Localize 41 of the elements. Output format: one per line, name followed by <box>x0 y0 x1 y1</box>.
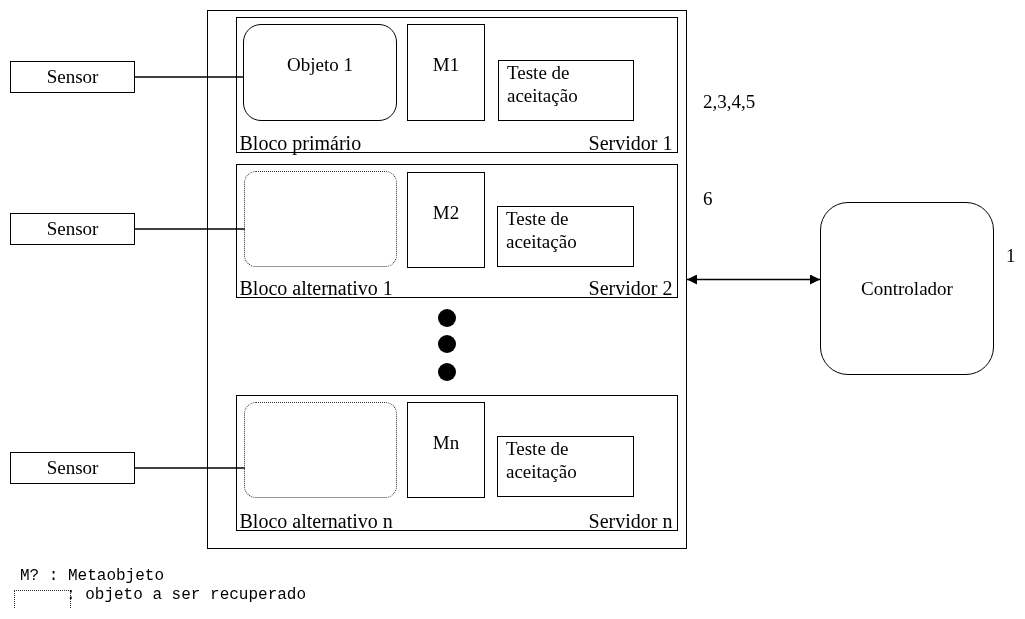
object-box <box>243 24 397 121</box>
metaobject-box <box>407 172 485 268</box>
step-numbers: 2,3,4,5 <box>703 90 756 113</box>
block-label: Bloco alternativo 1 <box>239 276 393 300</box>
node-label: Sensor <box>45 65 100 88</box>
metaobject-box <box>407 402 485 498</box>
legend-label: : objeto a ser recuperado <box>66 586 307 604</box>
connector-line <box>134 228 246 230</box>
server-label: Servidor 2 <box>588 276 673 300</box>
server-label: Servidor n <box>588 509 673 533</box>
node-label: Mn <box>431 431 461 454</box>
node-label: Controlador <box>860 276 954 300</box>
node-label: Sensor <box>45 456 100 479</box>
metaobject-box <box>407 24 485 121</box>
server-container <box>207 10 687 549</box>
node-label: M2 <box>431 201 461 224</box>
acceptance-test-box <box>497 206 634 267</box>
block-label: Bloco primário <box>239 131 362 155</box>
node-label: Objeto 1 <box>286 53 354 76</box>
sensor-box <box>10 61 135 93</box>
server-label: Servidor 1 <box>588 131 673 155</box>
acceptance-test-box <box>497 436 634 497</box>
sensor-box <box>10 452 135 484</box>
connector-line <box>134 76 245 78</box>
node-label: Sensor <box>45 217 100 240</box>
acceptance-test-box <box>498 60 634 121</box>
node-label: Teste de aceitação <box>506 207 578 253</box>
step-number: 6 <box>703 187 713 210</box>
node-label: Teste de aceitação <box>506 437 578 483</box>
controller-box <box>820 202 994 375</box>
legend-entry: M? : Metaobjeto <box>20 567 165 585</box>
block-panel <box>235 16 678 153</box>
block-label: Bloco alternativo n <box>239 509 393 533</box>
double-arrow <box>686 274 821 285</box>
node-label: Teste de aceitação <box>507 61 579 107</box>
block-panel <box>235 163 678 298</box>
node-label: M1 <box>431 53 461 76</box>
node-number: 1 <box>1006 244 1016 267</box>
connector-line <box>134 467 246 469</box>
sensor-box <box>10 213 135 245</box>
block-panel <box>235 394 678 531</box>
